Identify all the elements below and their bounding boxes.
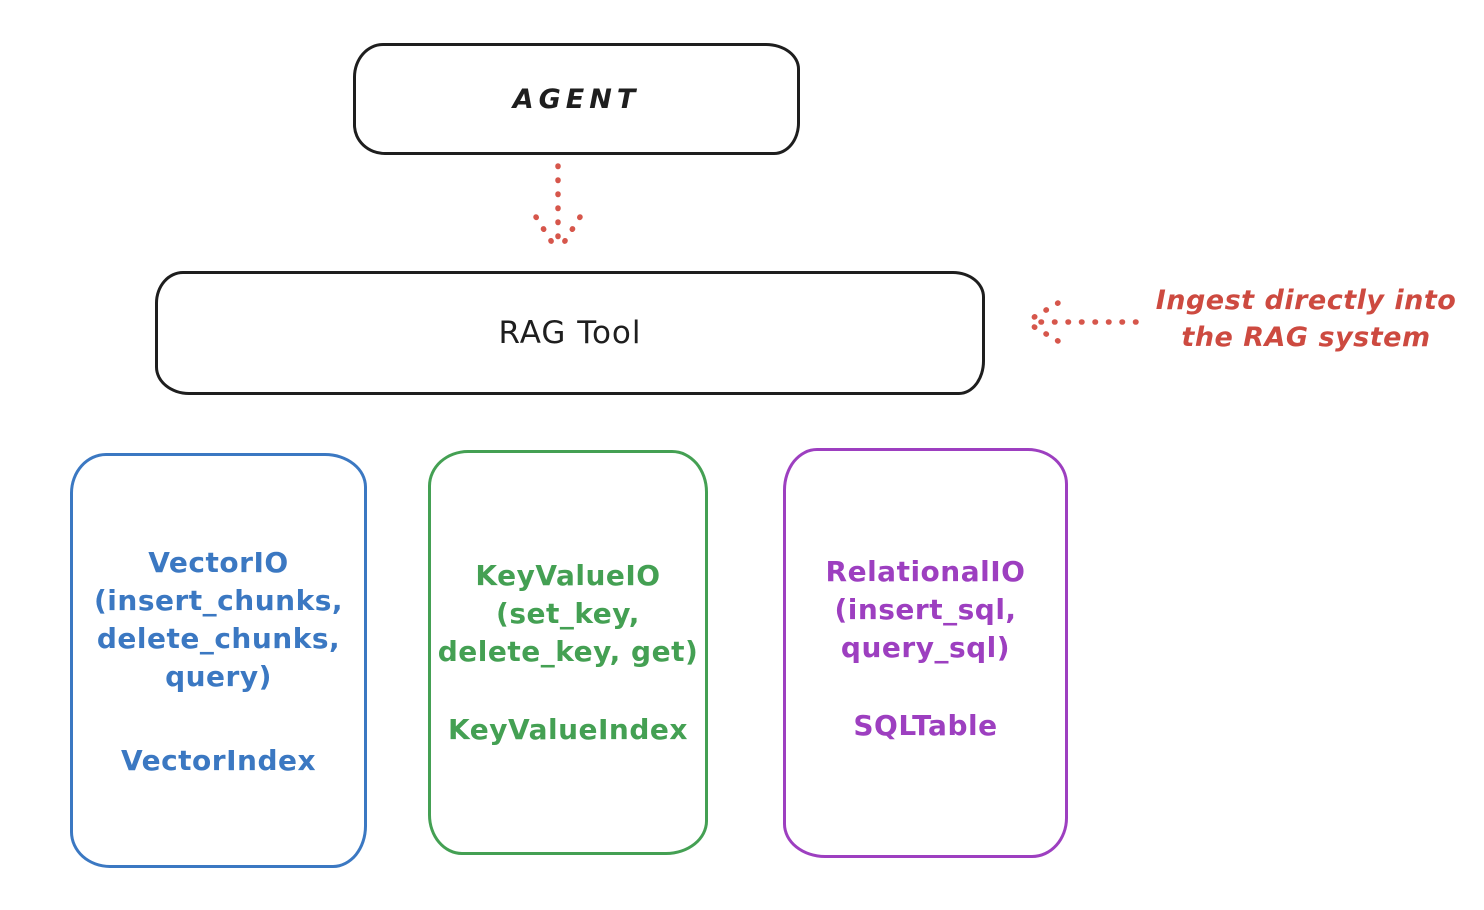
down-dotted-arrow-icon (533, 163, 583, 255)
annotation-ingest: Ingest directly into the RAG system (1138, 282, 1474, 356)
vector-io-box: VectorIO (insert_chunks, delete_chunks, … (70, 453, 367, 868)
index-label: KeyValueIndex (448, 713, 688, 746)
box-line: KeyValueIO (475, 559, 661, 592)
annotation-line-1: Ingest directly into (1155, 285, 1457, 316)
box-line: VectorIO (148, 546, 289, 579)
box-line: (insert_sql, (834, 593, 1017, 626)
rag-tool-box-label: RAG Tool (498, 315, 642, 351)
box-line: RelationalIO (825, 555, 1026, 588)
box-line: query) (165, 660, 272, 693)
left-dotted-arrow-icon (1023, 300, 1139, 344)
vector-io-box-content: VectorIO (insert_chunks, delete_chunks, … (73, 544, 364, 780)
agent-box-label: AGENT (512, 83, 641, 115)
rag-tool-box: RAG Tool (155, 271, 985, 395)
box-line: delete_chunks, (96, 622, 341, 655)
box-line: delete_key, get) (437, 635, 699, 668)
relational-io-box-content: RelationalIO (insert_sql, query_sql) SQL… (786, 553, 1065, 745)
keyvalue-io-box: KeyValueIO (set_key, delete_key, get) Ke… (428, 450, 708, 855)
relational-io-box: RelationalIO (insert_sql, query_sql) SQL… (783, 448, 1068, 858)
annotation-line-2: the RAG system (1181, 322, 1431, 353)
index-label: VectorIndex (120, 744, 317, 777)
box-line: query_sql) (840, 631, 1011, 664)
agent-box: AGENT (353, 43, 800, 155)
box-line: (set_key, (496, 597, 640, 630)
keyvalue-io-box-content: KeyValueIO (set_key, delete_key, get) Ke… (431, 557, 705, 749)
box-line: (insert_chunks, (94, 584, 343, 617)
index-label: SQLTable (853, 709, 998, 742)
